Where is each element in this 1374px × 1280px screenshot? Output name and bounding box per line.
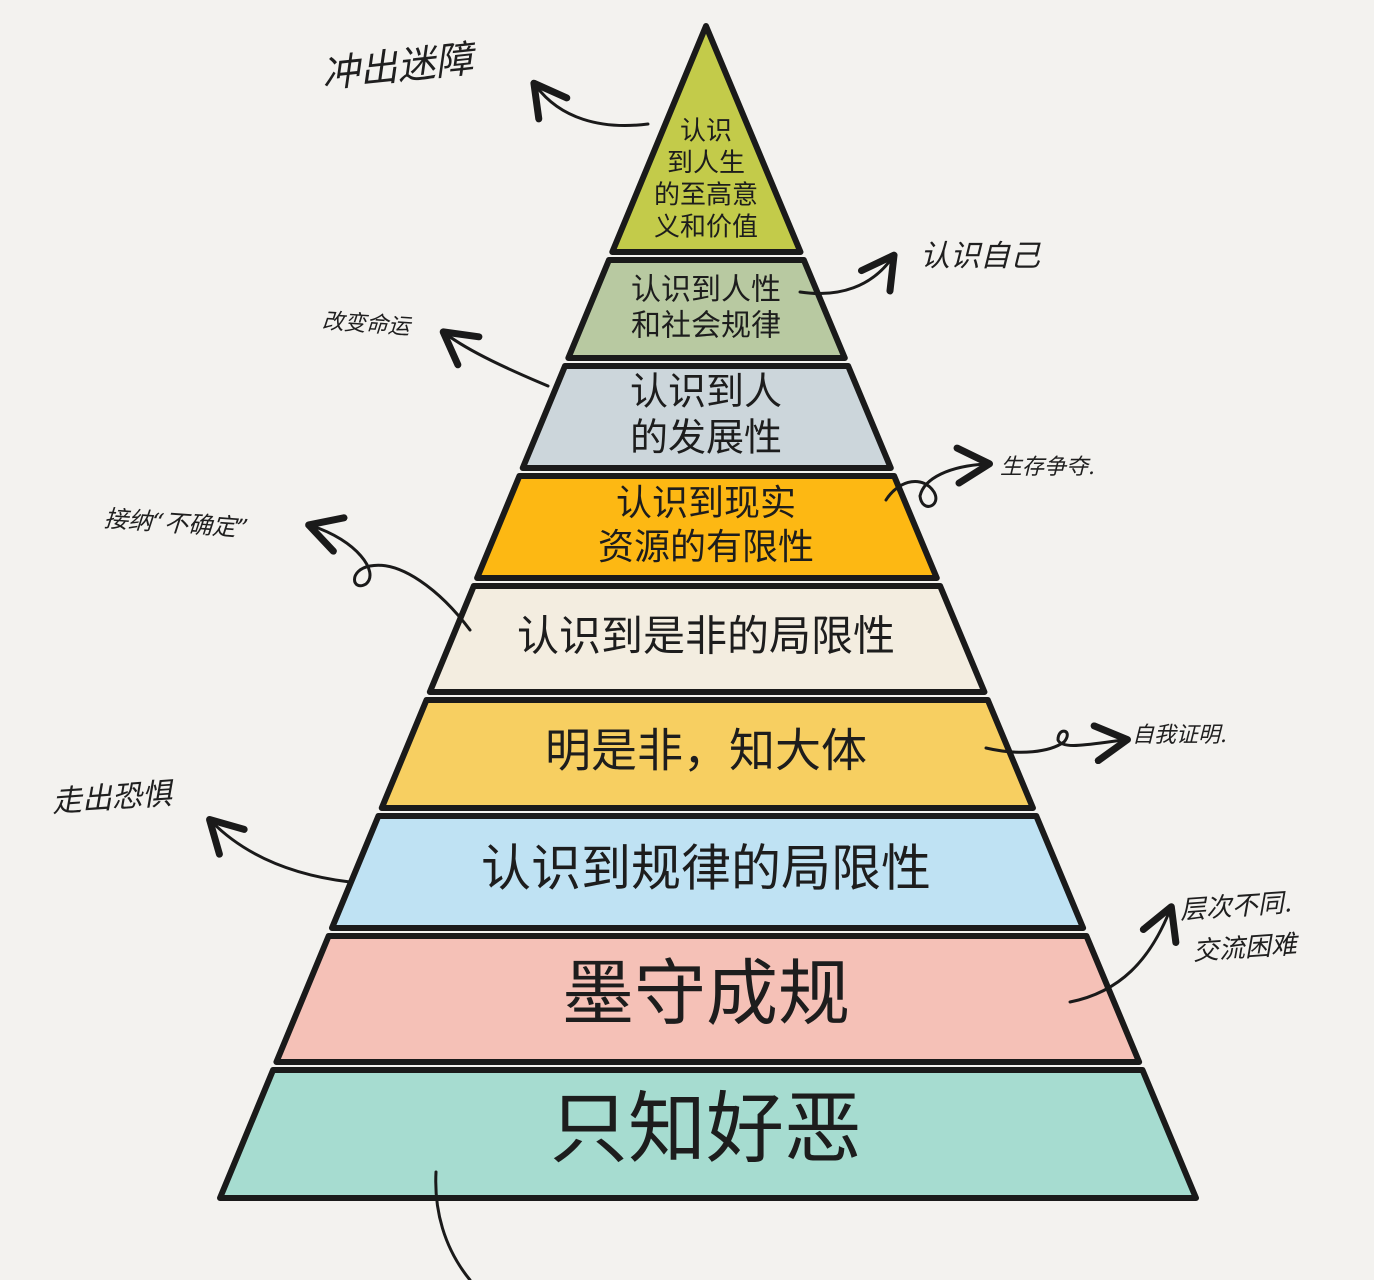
note-change-fate: 改变命运: [321, 309, 414, 340]
layer-limits-of-right-wrong-label: 认识到是非的局限性: [517, 612, 895, 661]
note-escape-fear: 走出恐惧: [51, 776, 176, 819]
note-change-fate-arrow: [439, 328, 550, 388]
layer-life-meaning-label: 认识: [680, 117, 732, 147]
pyramid-layers: 认识到人生的至高意义和价值认识到人性和社会规律认识到人的发展性认识到现实资源的有…: [217, 23, 1199, 1201]
layer-life-meaning-label: 到人生: [667, 149, 745, 179]
layer-sticking-to-rules-label: 墨守成规: [562, 952, 850, 1036]
layer-human-development-label: 认识到人: [630, 370, 782, 414]
note-different-levels: 层次不同.: [1179, 888, 1293, 926]
annotation-arrows: [206, 79, 1180, 1280]
note-prove-yourself: 自我证明.: [1132, 723, 1227, 748]
note-accept-uncertainty: 接纳“不确定”: [103, 505, 249, 543]
layer-right-and-wrong-shape: [378, 697, 1036, 811]
layer-life-meaning-label: 的至高意: [654, 181, 758, 211]
base-layer-arrow: [434, 1170, 472, 1280]
layer-limited-resources-shape: [474, 473, 940, 581]
layer-right-and-wrong-label: 明是非，知大体: [545, 724, 867, 778]
note-accept-uncertainty-arrow: [305, 514, 472, 632]
layer-limits-of-rules-label: 认识到规律的局限性: [481, 840, 931, 898]
layer-limited-resources-label: 认识到现实: [616, 483, 796, 524]
note-prove-yourself-arrow: [984, 722, 1131, 765]
layer-limits-of-rules-shape: [328, 813, 1087, 931]
layer-sticking-to-rules-shape: [273, 933, 1143, 1065]
layer-likes-dislikes-shape: [217, 1067, 1199, 1201]
layer-human-nature-label: 和社会规律: [631, 309, 781, 344]
note-break-through-confusion: 冲出迷障: [319, 36, 479, 96]
note-different-levels-arrow: [1068, 903, 1180, 1004]
layer-human-nature-label: 认识到人性: [631, 273, 781, 308]
note-escape-fear-arrow: [206, 816, 352, 884]
layer-life-meaning-label: 义和价值: [654, 213, 758, 243]
layer-limits-of-right-wrong-shape: [426, 583, 988, 695]
layer-likes-dislikes-label: 只知好恶: [550, 1084, 862, 1174]
note-survival-competition: 生存争夺.: [1000, 455, 1095, 480]
note-know-yourself-arrow: [798, 251, 898, 295]
layer-human-development-shape: [519, 363, 894, 471]
layer-human-development-label: 的发展性: [630, 416, 782, 460]
layer-human-nature-shape: [565, 257, 848, 361]
layer-limited-resources-label: 资源的有限性: [598, 527, 814, 568]
layer-life-meaning-shape: [609, 23, 804, 255]
note-know-yourself: 认识自己: [920, 239, 1041, 274]
note-break-through-confusion-arrow: [530, 79, 650, 127]
note-survival-competition-arrow: [884, 444, 993, 508]
note-different-levels: 交流困难: [1192, 930, 1301, 967]
